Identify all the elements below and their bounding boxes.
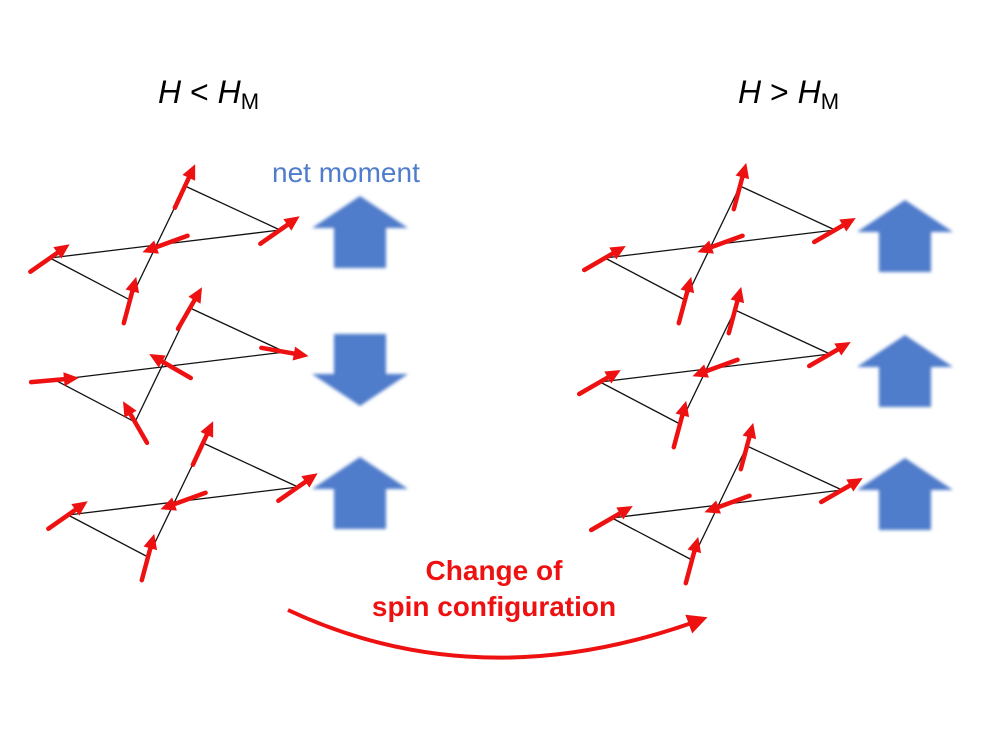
left-condition-label: H < HM (158, 74, 259, 114)
spin-arrow (121, 276, 140, 326)
spin-arrow (28, 244, 70, 275)
spin-arrow (258, 216, 300, 247)
curved-transition-arrow (287, 608, 708, 660)
spin-arrow (818, 478, 863, 505)
moment-up-arrow (312, 196, 408, 268)
bond-line (49, 257, 131, 301)
spin-arrow (671, 400, 690, 450)
caption-line-2: spin configuration (372, 591, 616, 622)
right-condition-label: H > HM (738, 74, 839, 114)
spin-arrow (731, 162, 750, 212)
spin-arrows (28, 162, 863, 586)
spin-arrow (704, 493, 752, 514)
bond-line (604, 257, 686, 301)
spin-arrow (172, 164, 196, 211)
spin-arrow (175, 287, 202, 332)
spin-arrow (139, 533, 158, 583)
bond-line (679, 309, 736, 425)
bond-line (54, 379, 136, 423)
spin-arrow (683, 536, 702, 586)
moment-down-arrow (312, 334, 408, 406)
spin-arrow (190, 421, 214, 468)
spin-arrow (123, 401, 150, 446)
spin-arrow (259, 345, 309, 361)
moment-up-arrow (857, 200, 953, 272)
spin-arrow (276, 473, 318, 504)
bond-line (611, 517, 693, 561)
net-moment-label: net moment (272, 157, 420, 188)
spin-arrow (588, 506, 633, 533)
bond-line (67, 514, 149, 558)
bond-line (189, 307, 286, 353)
moment-up-arrow (857, 458, 953, 530)
spin-arrow (806, 342, 851, 369)
spin-arrow (28, 372, 79, 387)
spin-arrow (46, 501, 88, 532)
spin-arrow (576, 370, 621, 397)
moment-up-arrow (857, 335, 953, 407)
bond-line (599, 381, 681, 425)
spin-arrow (726, 286, 745, 336)
bond-line (184, 185, 281, 231)
bond-line (684, 185, 741, 301)
spin-arrow (697, 233, 745, 254)
bond-line (691, 445, 748, 561)
spin-arrow (581, 246, 626, 273)
caption-line-1: Change of (426, 555, 564, 586)
bond-line (202, 442, 299, 488)
spin-arrow (142, 233, 190, 254)
bond-line (734, 309, 831, 355)
spin-arrow (676, 276, 695, 326)
bond-line (739, 185, 836, 231)
bond-line (746, 445, 843, 491)
spin-arrow (160, 490, 208, 511)
net-moment-arrows (312, 196, 953, 530)
spin-arrow (811, 218, 856, 245)
spin-arrow (738, 422, 757, 472)
spin-arrow (149, 354, 194, 381)
moment-up-arrow (312, 457, 408, 529)
spin-arrow (692, 357, 740, 378)
